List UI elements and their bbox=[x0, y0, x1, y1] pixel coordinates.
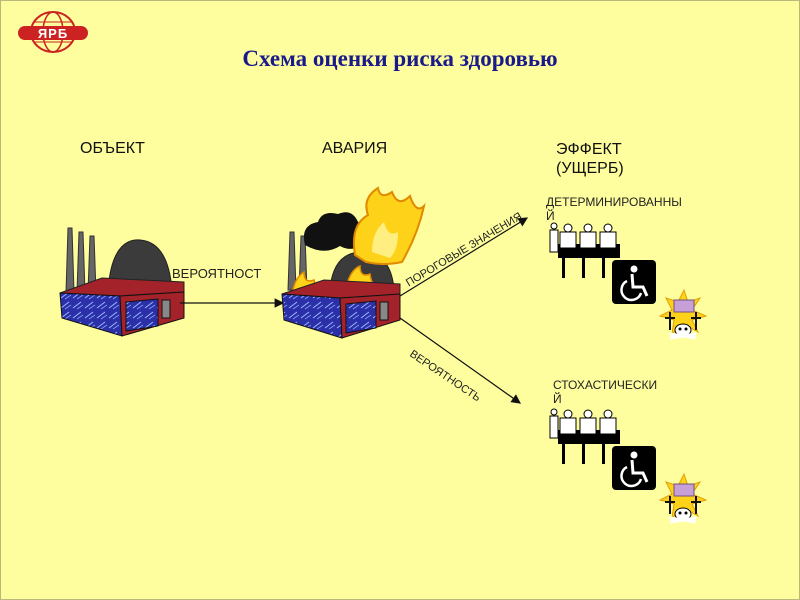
label-probability-short: ВЕРОЯТНОСТ bbox=[172, 266, 262, 281]
label-deterministic-line1: ДЕТЕРМИНИРОВАННЫ bbox=[546, 195, 682, 209]
logo-globe-icon bbox=[18, 11, 88, 53]
label-stochastic: СТОХАСТИЧЕСКИ Й bbox=[553, 378, 657, 406]
header-effect-line1: ЭФФЕКТ bbox=[556, 141, 622, 158]
factory-icon bbox=[59, 227, 185, 337]
arrow-threshold bbox=[399, 217, 529, 297]
label-deterministic-line2: Й bbox=[546, 209, 555, 223]
label-deterministic: ДЕТЕРМИНИРОВАННЫ Й bbox=[546, 195, 682, 223]
label-stochastic-line2: Й bbox=[553, 392, 562, 406]
header-object: ОБЪЕКТ bbox=[80, 140, 145, 157]
arrow-probability-stochastic bbox=[399, 317, 521, 404]
burning-factory-icon bbox=[281, 186, 426, 339]
patients-icon bbox=[549, 222, 620, 278]
patients-icon-stochastic bbox=[549, 408, 620, 464]
wheelchair-icon bbox=[612, 260, 656, 304]
death-icon bbox=[658, 288, 708, 340]
page-title: Схема оценки риска здоровью bbox=[242, 46, 558, 71]
header-accident: АВАРИЯ bbox=[322, 140, 388, 157]
death-icon-stochastic bbox=[658, 472, 708, 524]
header-effect-line2: (УЩЕРБ) bbox=[556, 160, 624, 177]
logo-text: ЯРБ bbox=[37, 26, 69, 41]
wheelchair-icon-stochastic bbox=[612, 446, 656, 490]
header-effect: ЭФФЕКТ (УЩЕРБ) bbox=[556, 140, 624, 178]
label-stochastic-line1: СТОХАСТИЧЕСКИ bbox=[553, 378, 658, 392]
